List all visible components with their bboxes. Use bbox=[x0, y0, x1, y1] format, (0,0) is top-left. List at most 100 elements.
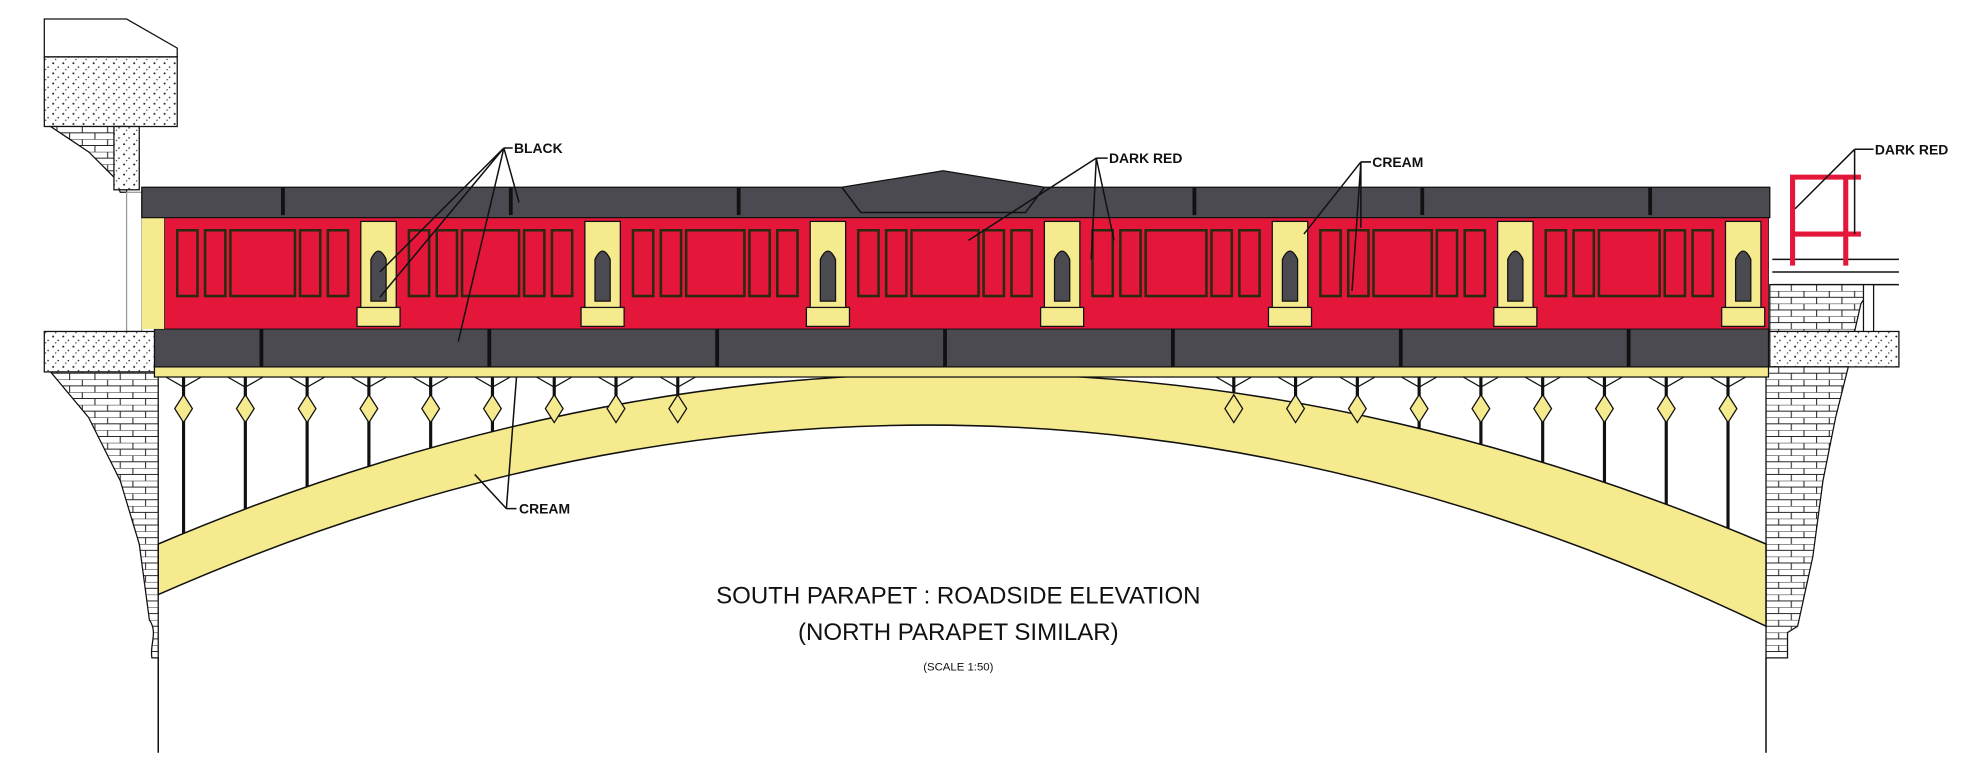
pilaster-niche bbox=[1507, 250, 1524, 302]
band-joint bbox=[1398, 328, 1403, 367]
gothic-panel bbox=[884, 228, 908, 298]
gothic-panel bbox=[175, 228, 199, 298]
gothic-panel bbox=[776, 228, 799, 298]
pilaster-base bbox=[1039, 306, 1085, 328]
pilaster-niche bbox=[1053, 250, 1071, 302]
gothic-panel bbox=[748, 228, 771, 298]
gothic-panel bbox=[1319, 228, 1342, 298]
band-joint bbox=[1626, 328, 1631, 367]
pilaster-niche bbox=[819, 250, 837, 302]
post-boss bbox=[1347, 393, 1367, 424]
gothic-panel bbox=[1119, 228, 1142, 298]
pilasters bbox=[356, 220, 1766, 328]
band-joints bbox=[259, 328, 1631, 367]
gothic-panel bbox=[522, 228, 546, 298]
post-boss bbox=[606, 393, 626, 424]
left-abutment bbox=[43, 18, 178, 753]
railing bbox=[1790, 174, 1861, 266]
cornice-dentil bbox=[227, 376, 264, 388]
cornice-dentil bbox=[165, 376, 202, 388]
cornice-dentil bbox=[1401, 376, 1438, 388]
svg-text:BLACK: BLACK bbox=[514, 140, 563, 156]
post-boss bbox=[544, 393, 564, 424]
svg-text:CREAM: CREAM bbox=[519, 501, 570, 517]
coping-joints bbox=[281, 187, 1653, 216]
gothic-panel bbox=[1144, 228, 1208, 298]
cornice-dentil bbox=[536, 376, 573, 388]
band-joint bbox=[259, 328, 264, 367]
coping-joint bbox=[508, 187, 513, 216]
gothic-panels bbox=[175, 228, 1715, 298]
pilaster-base bbox=[356, 306, 401, 328]
pilaster-niche bbox=[594, 250, 611, 302]
gothic-panel bbox=[910, 228, 980, 298]
label-dark-red-center: DARK RED bbox=[968, 150, 1182, 260]
drawing-scale: (SCALE 1:50) bbox=[923, 662, 993, 674]
pilaster-niche bbox=[1281, 250, 1299, 302]
gothic-panel bbox=[203, 228, 227, 298]
pilaster-niche bbox=[370, 250, 387, 302]
gothic-panel bbox=[1691, 228, 1715, 298]
drawing-subtitle: (NORTH PARAPET SIMILAR) bbox=[798, 619, 1119, 646]
gothic-panel bbox=[659, 228, 683, 298]
gothic-panel bbox=[1544, 228, 1568, 298]
label-cream-arch: CREAM bbox=[474, 376, 570, 517]
lower-black-band bbox=[153, 328, 1770, 368]
pilaster-base bbox=[1493, 306, 1538, 328]
left-end-cream bbox=[141, 217, 168, 329]
post-boss bbox=[1409, 393, 1429, 424]
post-boss bbox=[1224, 393, 1244, 424]
gothic-panel bbox=[1597, 228, 1661, 298]
cornice-dentil bbox=[597, 376, 635, 388]
band-joint bbox=[1170, 328, 1175, 367]
svg-text:DARK RED: DARK RED bbox=[1109, 150, 1182, 166]
cornice-dentil bbox=[659, 376, 696, 388]
label-cream-top: CREAM bbox=[1303, 154, 1423, 292]
gothic-panel bbox=[460, 228, 521, 298]
gothic-panel bbox=[1463, 228, 1487, 298]
pilaster-base bbox=[1721, 306, 1766, 328]
pilaster-base bbox=[580, 306, 625, 328]
post-boss bbox=[1285, 393, 1306, 424]
gothic-panel bbox=[1435, 228, 1459, 298]
post-boss bbox=[297, 393, 317, 424]
pilaster-base bbox=[1267, 306, 1313, 328]
pilaster-base bbox=[805, 306, 851, 328]
coping-joint bbox=[1192, 187, 1197, 216]
spandrel-posts bbox=[165, 376, 1747, 534]
post-boss bbox=[421, 393, 441, 424]
cornice-dentil bbox=[412, 376, 449, 388]
gothic-panel bbox=[1372, 228, 1434, 298]
gothic-panel bbox=[229, 228, 297, 298]
post-boss bbox=[1656, 393, 1676, 424]
gothic-panel bbox=[1572, 228, 1596, 298]
right-abutment bbox=[1765, 258, 1900, 753]
band-joint bbox=[943, 328, 947, 367]
gothic-panel bbox=[1091, 228, 1115, 298]
drawing-title: SOUTH PARAPET : ROADSIDE ELEVATION bbox=[716, 582, 1200, 609]
post-boss bbox=[235, 393, 255, 424]
cornice-dentil bbox=[1709, 376, 1747, 388]
gothic-panel bbox=[1238, 228, 1261, 298]
post-boss bbox=[359, 393, 379, 424]
post-boss bbox=[1718, 393, 1738, 424]
gothic-panel bbox=[1210, 228, 1234, 298]
cornice-dentil bbox=[1524, 376, 1561, 388]
band-joint bbox=[715, 328, 720, 367]
coping-joint bbox=[736, 187, 741, 216]
gothic-panel bbox=[631, 228, 655, 298]
gothic-panel bbox=[1346, 228, 1370, 298]
band-joint bbox=[487, 328, 492, 367]
cornice-dentil bbox=[289, 376, 326, 388]
gothic-panel bbox=[298, 228, 322, 298]
gothic-panel bbox=[326, 228, 350, 298]
gothic-panel bbox=[1663, 228, 1687, 298]
post-boss bbox=[668, 393, 688, 424]
cornice-dentil bbox=[1215, 376, 1252, 388]
post-boss bbox=[173, 393, 194, 424]
coping-black bbox=[141, 170, 1771, 219]
coping-joint bbox=[1648, 187, 1653, 216]
arch bbox=[157, 372, 1767, 628]
svg-text:CREAM: CREAM bbox=[1372, 154, 1423, 170]
cornice-dentil bbox=[1648, 376, 1685, 388]
